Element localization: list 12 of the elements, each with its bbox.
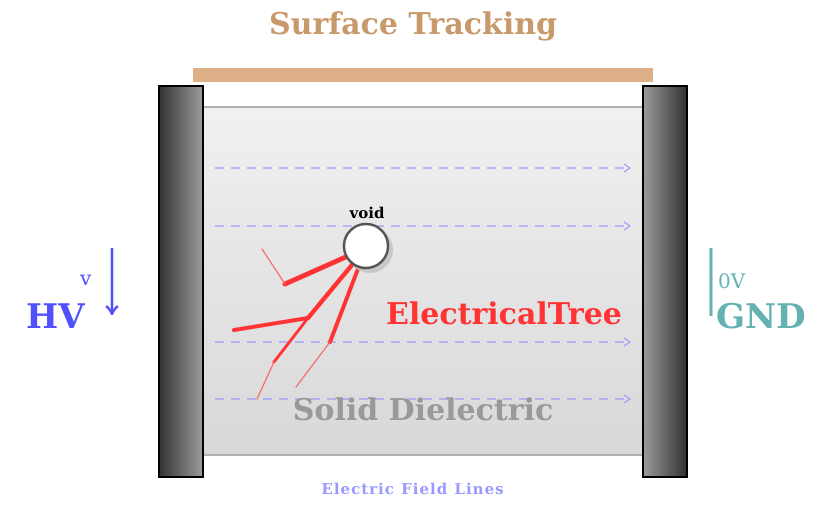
title: Surface Tracking bbox=[268, 10, 558, 40]
electrode-bar bbox=[158, 85, 204, 478]
caption: Electric Field Lines bbox=[320, 482, 506, 497]
electrode-bar bbox=[642, 85, 688, 478]
electrode-label: GND bbox=[716, 300, 806, 334]
voltage-label: 0V bbox=[718, 271, 746, 291]
void-label: void bbox=[348, 206, 386, 221]
tree-label: ElectricalTree bbox=[386, 300, 622, 330]
electrode-label: HV bbox=[26, 300, 85, 334]
voltage-label: v bbox=[80, 268, 92, 288]
material-label: Solid Dielectric bbox=[292, 396, 554, 426]
dielectric-block bbox=[204, 106, 642, 456]
